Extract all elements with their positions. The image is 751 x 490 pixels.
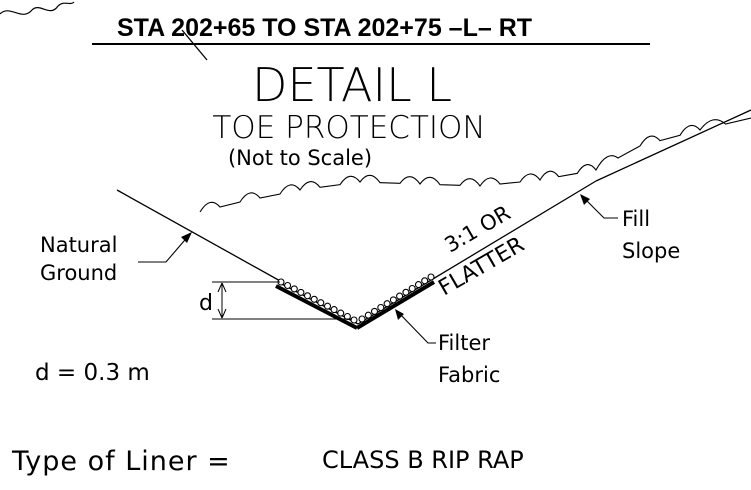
filter-fabric-label-line1: Filter [438, 331, 490, 355]
top-ground-fragment [0, 1, 75, 15]
riprap-stone [350, 316, 358, 324]
filter-fabric-right [355, 280, 436, 330]
depth-note: d = 0.3 m [35, 360, 150, 386]
riprap-stone [337, 309, 345, 317]
liner-type-label: Type of Liner = [11, 446, 231, 477]
riprap-stone [330, 306, 338, 314]
scale-note: (Not to Scale) [228, 146, 372, 170]
riprap-stone [421, 277, 429, 285]
riprap-stone [389, 296, 397, 304]
natural-ground-line [116, 189, 283, 283]
riprap-stone [370, 307, 379, 315]
riprap-stone [402, 288, 410, 296]
fill-slope-leader-arrow [580, 194, 590, 205]
riprap-stone [284, 281, 292, 290]
filter-fabric-leader [397, 311, 436, 344]
fill-slope-label-line2: Slope [622, 239, 680, 263]
riprap-stone [408, 284, 416, 293]
natural-ground-leader [138, 233, 191, 263]
riprap-stone [303, 292, 312, 300]
liner-type-value: CLASS B RIP RAP [322, 446, 524, 474]
filter-fabric-left [275, 284, 358, 330]
ground-surface-vegetation-line [199, 117, 751, 213]
riprap-stone [377, 303, 385, 312]
filter-fabric-leader-arrow [395, 309, 404, 320]
riprap-stone [364, 311, 372, 319]
depth-dim-arrow-bottom [217, 308, 227, 319]
natural-ground-leader-arrow [181, 232, 192, 243]
riprap-stone [317, 299, 325, 307]
fill-slope-upper-line [595, 109, 751, 182]
riprap-stone [290, 285, 298, 293]
riprap-stone [310, 295, 318, 303]
station-range-header: STA 202+65 TO STA 202+75 –L– RT [117, 14, 532, 42]
fill-slope-leader [583, 197, 618, 219]
detail-title: DETAIL L [252, 58, 452, 112]
natural-ground-label-line1: Natural [40, 233, 117, 257]
fill-slope-line [357, 180, 597, 325]
riprap-stone [427, 273, 435, 281]
depth-symbol-label: d [199, 291, 213, 316]
riprap-stone [414, 281, 423, 289]
filter-fabric-label-line2: Fabric [438, 363, 500, 387]
fill-slope-label-line1: Fill [622, 207, 650, 231]
natural-ground-label-line2: Ground [40, 261, 117, 285]
riprap-stone [383, 300, 391, 308]
riprap-stone [323, 302, 332, 310]
riprap-stone [358, 315, 366, 323]
depth-dim-arrow-top [217, 282, 227, 293]
riprap-stone [297, 288, 305, 296]
detail-subtitle: TOE PROTECTION [212, 110, 485, 146]
riprap-stone [396, 292, 404, 300]
